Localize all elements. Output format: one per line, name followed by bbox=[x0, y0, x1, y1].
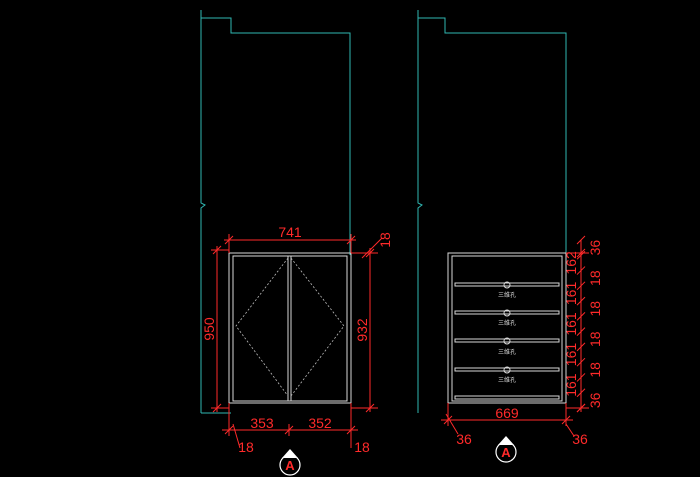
drawer-note-3: 三维孔 bbox=[498, 348, 516, 356]
dim-height-outer: 950 bbox=[201, 317, 217, 341]
stack-label: 161 bbox=[563, 312, 579, 336]
stack-label: 162 bbox=[563, 251, 579, 275]
dim-side-left: 18 bbox=[238, 439, 254, 455]
dim-door-left: 353 bbox=[250, 415, 274, 431]
stack-tick bbox=[576, 266, 586, 275]
stack-label: 161 bbox=[563, 343, 579, 367]
right-drawer-cabinet bbox=[447, 252, 567, 404]
stack-tick bbox=[576, 342, 586, 352]
stack-tick bbox=[576, 312, 586, 321]
left-door-swing-lines bbox=[235, 257, 345, 397]
stack-label: 36 bbox=[587, 392, 603, 408]
stack-label: 18 bbox=[587, 362, 603, 378]
stack-tick bbox=[576, 250, 586, 260]
stack-label: 18 bbox=[587, 331, 603, 347]
stack-tick bbox=[576, 235, 586, 245]
right-stack-labels: 36 162 18 161 18 161 18 161 18 161 36 bbox=[563, 240, 603, 409]
right-stack-ticks bbox=[576, 235, 586, 413]
stack-label: 36 bbox=[587, 240, 603, 256]
stack-tick bbox=[576, 296, 586, 306]
stack-tick bbox=[576, 281, 586, 291]
stack-label: 18 bbox=[587, 270, 603, 286]
drawer-note-2: 三维孔 bbox=[498, 319, 516, 327]
left-cabinet bbox=[228, 252, 352, 404]
stack-tick bbox=[576, 388, 586, 398]
left-dimension-lines bbox=[211, 234, 383, 449]
right-wall-outline bbox=[417, 10, 567, 413]
dim-right-side-right: 36 bbox=[572, 431, 588, 447]
right-section-marker-label: A bbox=[501, 445, 511, 460]
stack-tick bbox=[576, 373, 586, 382]
stack-label: 18 bbox=[587, 301, 603, 317]
dim-side-right: 18 bbox=[354, 439, 370, 455]
stack-label: 161 bbox=[563, 373, 579, 397]
drawer-notes: 三维孔 三维孔 三维孔 三维孔 bbox=[498, 291, 516, 384]
dim-height-inner: 932 bbox=[354, 318, 370, 342]
drawer-note-4: 三维孔 bbox=[498, 376, 516, 384]
dim-right-side-left: 36 bbox=[456, 431, 472, 447]
dim-thickness-top: 18 bbox=[377, 232, 393, 248]
stack-tick bbox=[576, 357, 586, 367]
stack-label: 161 bbox=[563, 282, 579, 306]
dim-width-top: 741 bbox=[278, 224, 302, 240]
left-section-marker: A bbox=[279, 449, 301, 476]
dim-width-bottom: 669 bbox=[495, 405, 519, 421]
left-section-marker-label: A bbox=[285, 458, 295, 473]
left-wall-outline bbox=[200, 10, 351, 414]
right-section-marker: A bbox=[495, 436, 517, 463]
dim-door-right: 352 bbox=[308, 415, 332, 431]
stack-tick bbox=[576, 403, 586, 413]
stack-tick bbox=[576, 327, 586, 336]
drawer-note-1: 三维孔 bbox=[498, 291, 516, 299]
